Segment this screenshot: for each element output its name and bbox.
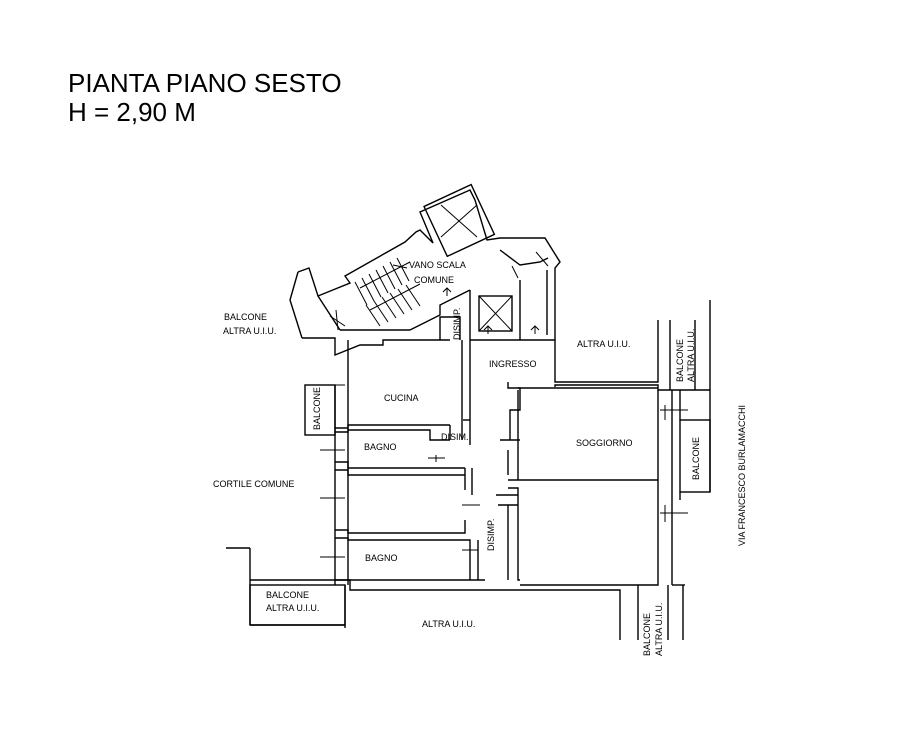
label-soggiorno: SOGGIORNO	[576, 438, 633, 448]
label-altra-uiu-top: ALTRA U.I.U.	[577, 339, 630, 349]
apartment-walls	[226, 300, 711, 640]
plan-height: H = 2,90 M	[68, 97, 196, 127]
label-altra-uiu-bottom: ALTRA U.I.U.	[422, 619, 475, 629]
interior-partitions	[335, 340, 658, 581]
label-balcone-right-top: BALCONE	[675, 339, 685, 382]
label-disim: DISIM.	[441, 432, 469, 442]
label-balcone-side: BALCONE	[312, 387, 322, 430]
label-bagno-1: BAGNO	[364, 442, 397, 452]
label-cucina: CUCINA	[384, 393, 419, 403]
label-balcone-bottom-left: BALCONE	[266, 590, 309, 600]
label-balcone-bottom-right: BALCONE	[642, 613, 652, 656]
label-comune: COMUNE	[414, 275, 454, 285]
window-markers	[320, 384, 688, 558]
label-ingresso: INGRESSO	[489, 359, 537, 369]
label-vano-scala: VANO SCALA	[409, 260, 466, 270]
label-bagno-2: BAGNO	[365, 553, 398, 563]
stair-block	[289, 183, 561, 340]
label-altra-uiu-bottom-right: ALTRA U.I.U.	[654, 603, 664, 656]
stair-steps	[354, 257, 421, 327]
label-balcone-right-mid: BALCONE	[691, 437, 701, 480]
label-via-burlamacchi: VIA FRANCESCO BURLAMACCHI	[737, 405, 747, 546]
label-disimp-top: DISIMP.	[452, 308, 462, 340]
label-altra-uiu-left: ALTRA U.I.U.	[223, 326, 276, 336]
label-altra-uiu-right-top: ALTRA U.I.U.	[686, 329, 696, 382]
label-balcone-left: BALCONE	[224, 312, 267, 322]
label-cortile-comune: CORTILE COMUNE	[213, 479, 294, 489]
label-disimp-bottom: DISIMP.	[486, 519, 496, 551]
label-altra-uiu-bottom-left: ALTRA U.I.U.	[266, 603, 319, 613]
plan-title: PIANTA PIANO SESTO	[68, 68, 342, 98]
